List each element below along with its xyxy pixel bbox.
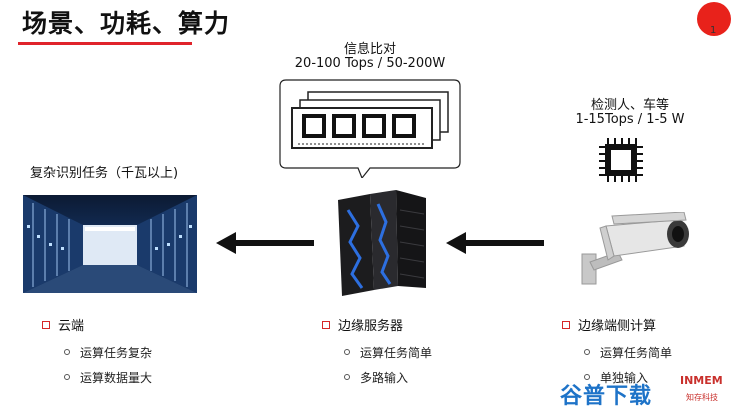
arrow-left-icon bbox=[446, 232, 466, 254]
device-info-line1: 检测人、车等 bbox=[590, 98, 669, 113]
chip-icon bbox=[599, 138, 643, 182]
bullet-circle-icon bbox=[344, 374, 350, 380]
server-heading: 边缘服务器 bbox=[322, 315, 403, 334]
server-point-2: 多路输入 bbox=[344, 369, 408, 386]
server-racks-illustration bbox=[23, 195, 197, 293]
arrow-to-cloud-line bbox=[232, 240, 314, 246]
arrow-left-icon bbox=[216, 232, 236, 254]
cloud-heading-text: 云端 bbox=[58, 319, 85, 334]
device-info-line2: 1-15Tops / 1-5 W bbox=[575, 112, 685, 127]
bullet-circle-icon bbox=[344, 349, 350, 355]
page-number: 1 bbox=[710, 25, 717, 36]
bullet-square-icon bbox=[562, 321, 570, 329]
page-badge bbox=[697, 2, 731, 36]
camera-icon bbox=[581, 212, 689, 285]
server-point-2-text: 多路输入 bbox=[360, 371, 409, 385]
arrow-to-server-line bbox=[462, 240, 544, 246]
cloud-point-1-text: 运算任务复杂 bbox=[80, 346, 153, 360]
datacenter-image bbox=[23, 195, 197, 293]
cloud-point-2-text: 运算数据量大 bbox=[80, 371, 153, 385]
server-heading-text: 边缘服务器 bbox=[338, 319, 404, 334]
chip-boards-callout bbox=[279, 79, 461, 178]
device-heading-text: 边缘端侧计算 bbox=[578, 319, 657, 334]
bullet-circle-icon bbox=[64, 374, 70, 380]
server-point-1: 运算任务简单 bbox=[344, 344, 432, 361]
watermark-logo-sub: 知存科技 bbox=[686, 393, 718, 402]
bullet-circle-icon bbox=[584, 374, 590, 380]
bullet-circle-icon bbox=[584, 349, 590, 355]
bullet-circle-icon bbox=[64, 349, 70, 355]
device-point-2: 单独输入 bbox=[584, 369, 648, 386]
watermark-text: 谷普下载 bbox=[560, 384, 653, 409]
server-point-1-text: 运算任务简单 bbox=[360, 346, 433, 360]
server-info-line1: 信息比对 bbox=[343, 42, 396, 57]
page-title: 场景、功耗、算力 bbox=[22, 9, 231, 38]
cloud-point-1: 运算任务复杂 bbox=[64, 344, 152, 361]
device-point-2-text: 单独输入 bbox=[600, 371, 649, 385]
bullet-square-icon bbox=[322, 321, 330, 329]
bullet-square-icon bbox=[42, 321, 50, 329]
watermark-logo: INMEM bbox=[680, 374, 723, 387]
device-point-1-text: 运算任务简单 bbox=[600, 346, 673, 360]
device-heading: 边缘端侧计算 bbox=[562, 315, 656, 334]
memory-board-front bbox=[291, 107, 433, 149]
device-point-1: 运算任务简单 bbox=[584, 344, 672, 361]
cloud-point-2: 运算数据量大 bbox=[64, 369, 152, 386]
title-underline bbox=[18, 42, 192, 45]
cloud-heading: 云端 bbox=[42, 315, 84, 334]
cloud-caption: 复杂识别任务（千瓦以上) bbox=[30, 166, 179, 181]
edge-server-icon bbox=[338, 190, 426, 296]
server-info-line2: 20-100 Tops / 50-200W bbox=[294, 56, 446, 71]
